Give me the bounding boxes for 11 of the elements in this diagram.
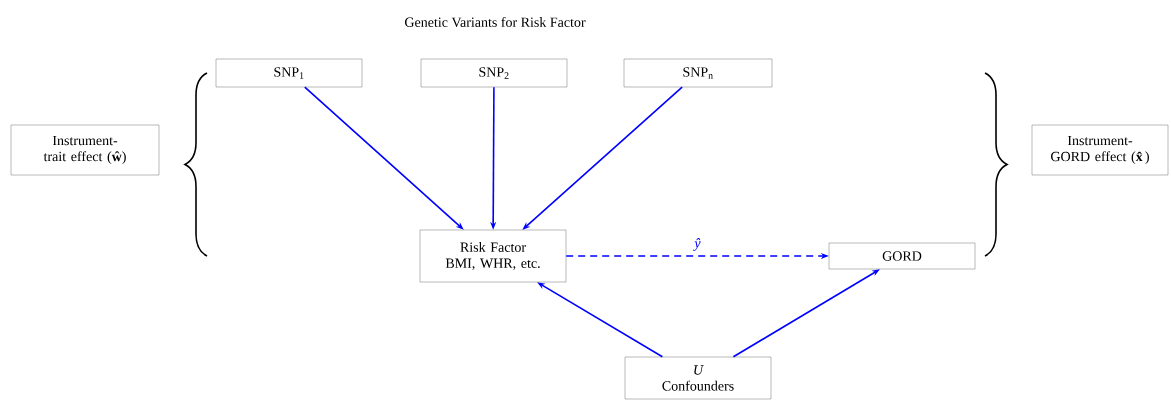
process-box: Instrument-GORD effect (x̂) [1031, 124, 1169, 176]
process-box: SNP$_{2}$ [420, 58, 568, 88]
process-box: U Confounders [624, 356, 772, 400]
process-box: SNP$_{n}$ [623, 58, 773, 88]
arrow [304, 86, 464, 230]
process-box: Risk Factor BMI, WHR, etc. [419, 229, 567, 283]
process-box: Instrument-trait effect (ŵ) [10, 124, 160, 176]
process-box: GORD [828, 242, 976, 270]
title: Genetic Variants for Risk Factor [405, 16, 586, 28]
edge-label: ŷ [693, 237, 702, 252]
process-box: SNP$_{1}$ [215, 58, 363, 88]
